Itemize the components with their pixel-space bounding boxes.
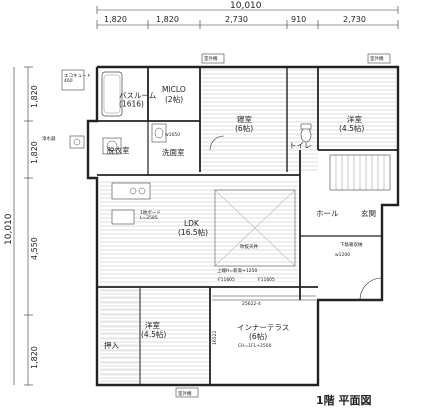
bedroom-size: (6帖) [235,123,253,133]
western2-size: (4.5帖) [141,329,166,339]
ceiling-note: 上端H=新高+1250 [217,267,258,274]
svg-text:室外機: 室外機 [178,390,192,397]
water-heater-label: 浄水器 [42,135,56,142]
hallway-width: w1650 [165,132,180,138]
ldk-size: (16.5帖) [178,227,208,237]
washing-machine [102,137,122,155]
micro-size: (2帖) [165,94,183,104]
bathtub [101,71,123,117]
bathroom-label: バスルーム(1616) [119,91,156,109]
room-labels: バスルーム(1616) MICLO (2帖) 寝室 (6帖) 洋室 (4.5帖)… [104,85,376,350]
washbasin [151,123,167,143]
stair-void-label: 吹抜天井 [240,243,258,250]
w1200-label: w1200 [335,252,350,258]
svg-text:室外機: 室外機 [204,55,218,62]
left-dim-4: 1,820 [30,346,39,369]
plan-caption: 1階 平面図 [316,393,371,407]
outdoor-unit-top: 室外機 [201,53,225,64]
top-dim-5: 2,730 [343,15,366,24]
left-dim-1: 1,820 [30,85,39,108]
annotations: 上端H=新高+1250 F11605 F11605 25622-4 16522 … [140,132,363,349]
entrance-label: 玄関 [361,208,376,218]
left-dim-3: 4,550 [30,237,39,260]
sash-label: 25622-4 [242,301,261,307]
washroom-label: 洗面室 [162,147,185,157]
kitchen-counter [111,182,151,225]
terrace-label: インナーテラス [237,323,289,332]
shoe-box-label: 下駄箱収納 [340,241,363,248]
outdoor-unit-right: 室外機 [367,53,391,64]
left-dimensions: 1,820 1,820 4,550 1,820 10,010 [4,66,39,386]
outdoor-unit-bottom: 室外機 [175,387,199,398]
bedroom-label: 寝室 [237,114,252,124]
water-heater: 浄水器 [42,135,85,149]
top-dim-2: 1,820 [156,15,179,24]
entrance-door [359,277,383,301]
stair-void: 吹抜天井 [214,189,296,267]
top-dim-1: 1,820 [104,15,127,24]
window-right-label: F11605 [258,277,275,283]
western1-size: (4.5帖) [339,123,364,133]
top-dim-3: 2,730 [225,15,248,24]
dressing-label: 脱衣室 [107,145,130,155]
top-dim-4: 910 [291,15,306,24]
western1-label: 洋室 [347,114,362,124]
toilet-fixture [300,123,312,143]
svg-text:室外機: 室外機 [370,55,384,62]
sash-side-label: 16522 [212,331,218,345]
window-left-label: F11605 [218,277,235,283]
staircase [329,154,391,191]
closet-label: 押入 [104,340,119,350]
hall-label: ホール [316,209,339,218]
micro-label: MICLO [162,85,186,94]
ldk-label: LDK [184,219,200,228]
wood-deck-label: CH=1FL+2500 [238,343,272,349]
top-dimensions: 10,010 1,820 1,820 2,730 910 2,730 [96,1,399,29]
left-dim-2: 1,820 [30,141,39,164]
terrace-size: (6帖) [249,331,267,341]
western2-label: 洋室 [145,320,160,330]
bedroom-door [209,135,225,151]
left-total-dimension: 10,010 [4,213,14,245]
terrace-window [212,295,316,301]
top-total-dimension: 10,010 [230,1,262,11]
toilet-label: トイレ [289,141,312,150]
